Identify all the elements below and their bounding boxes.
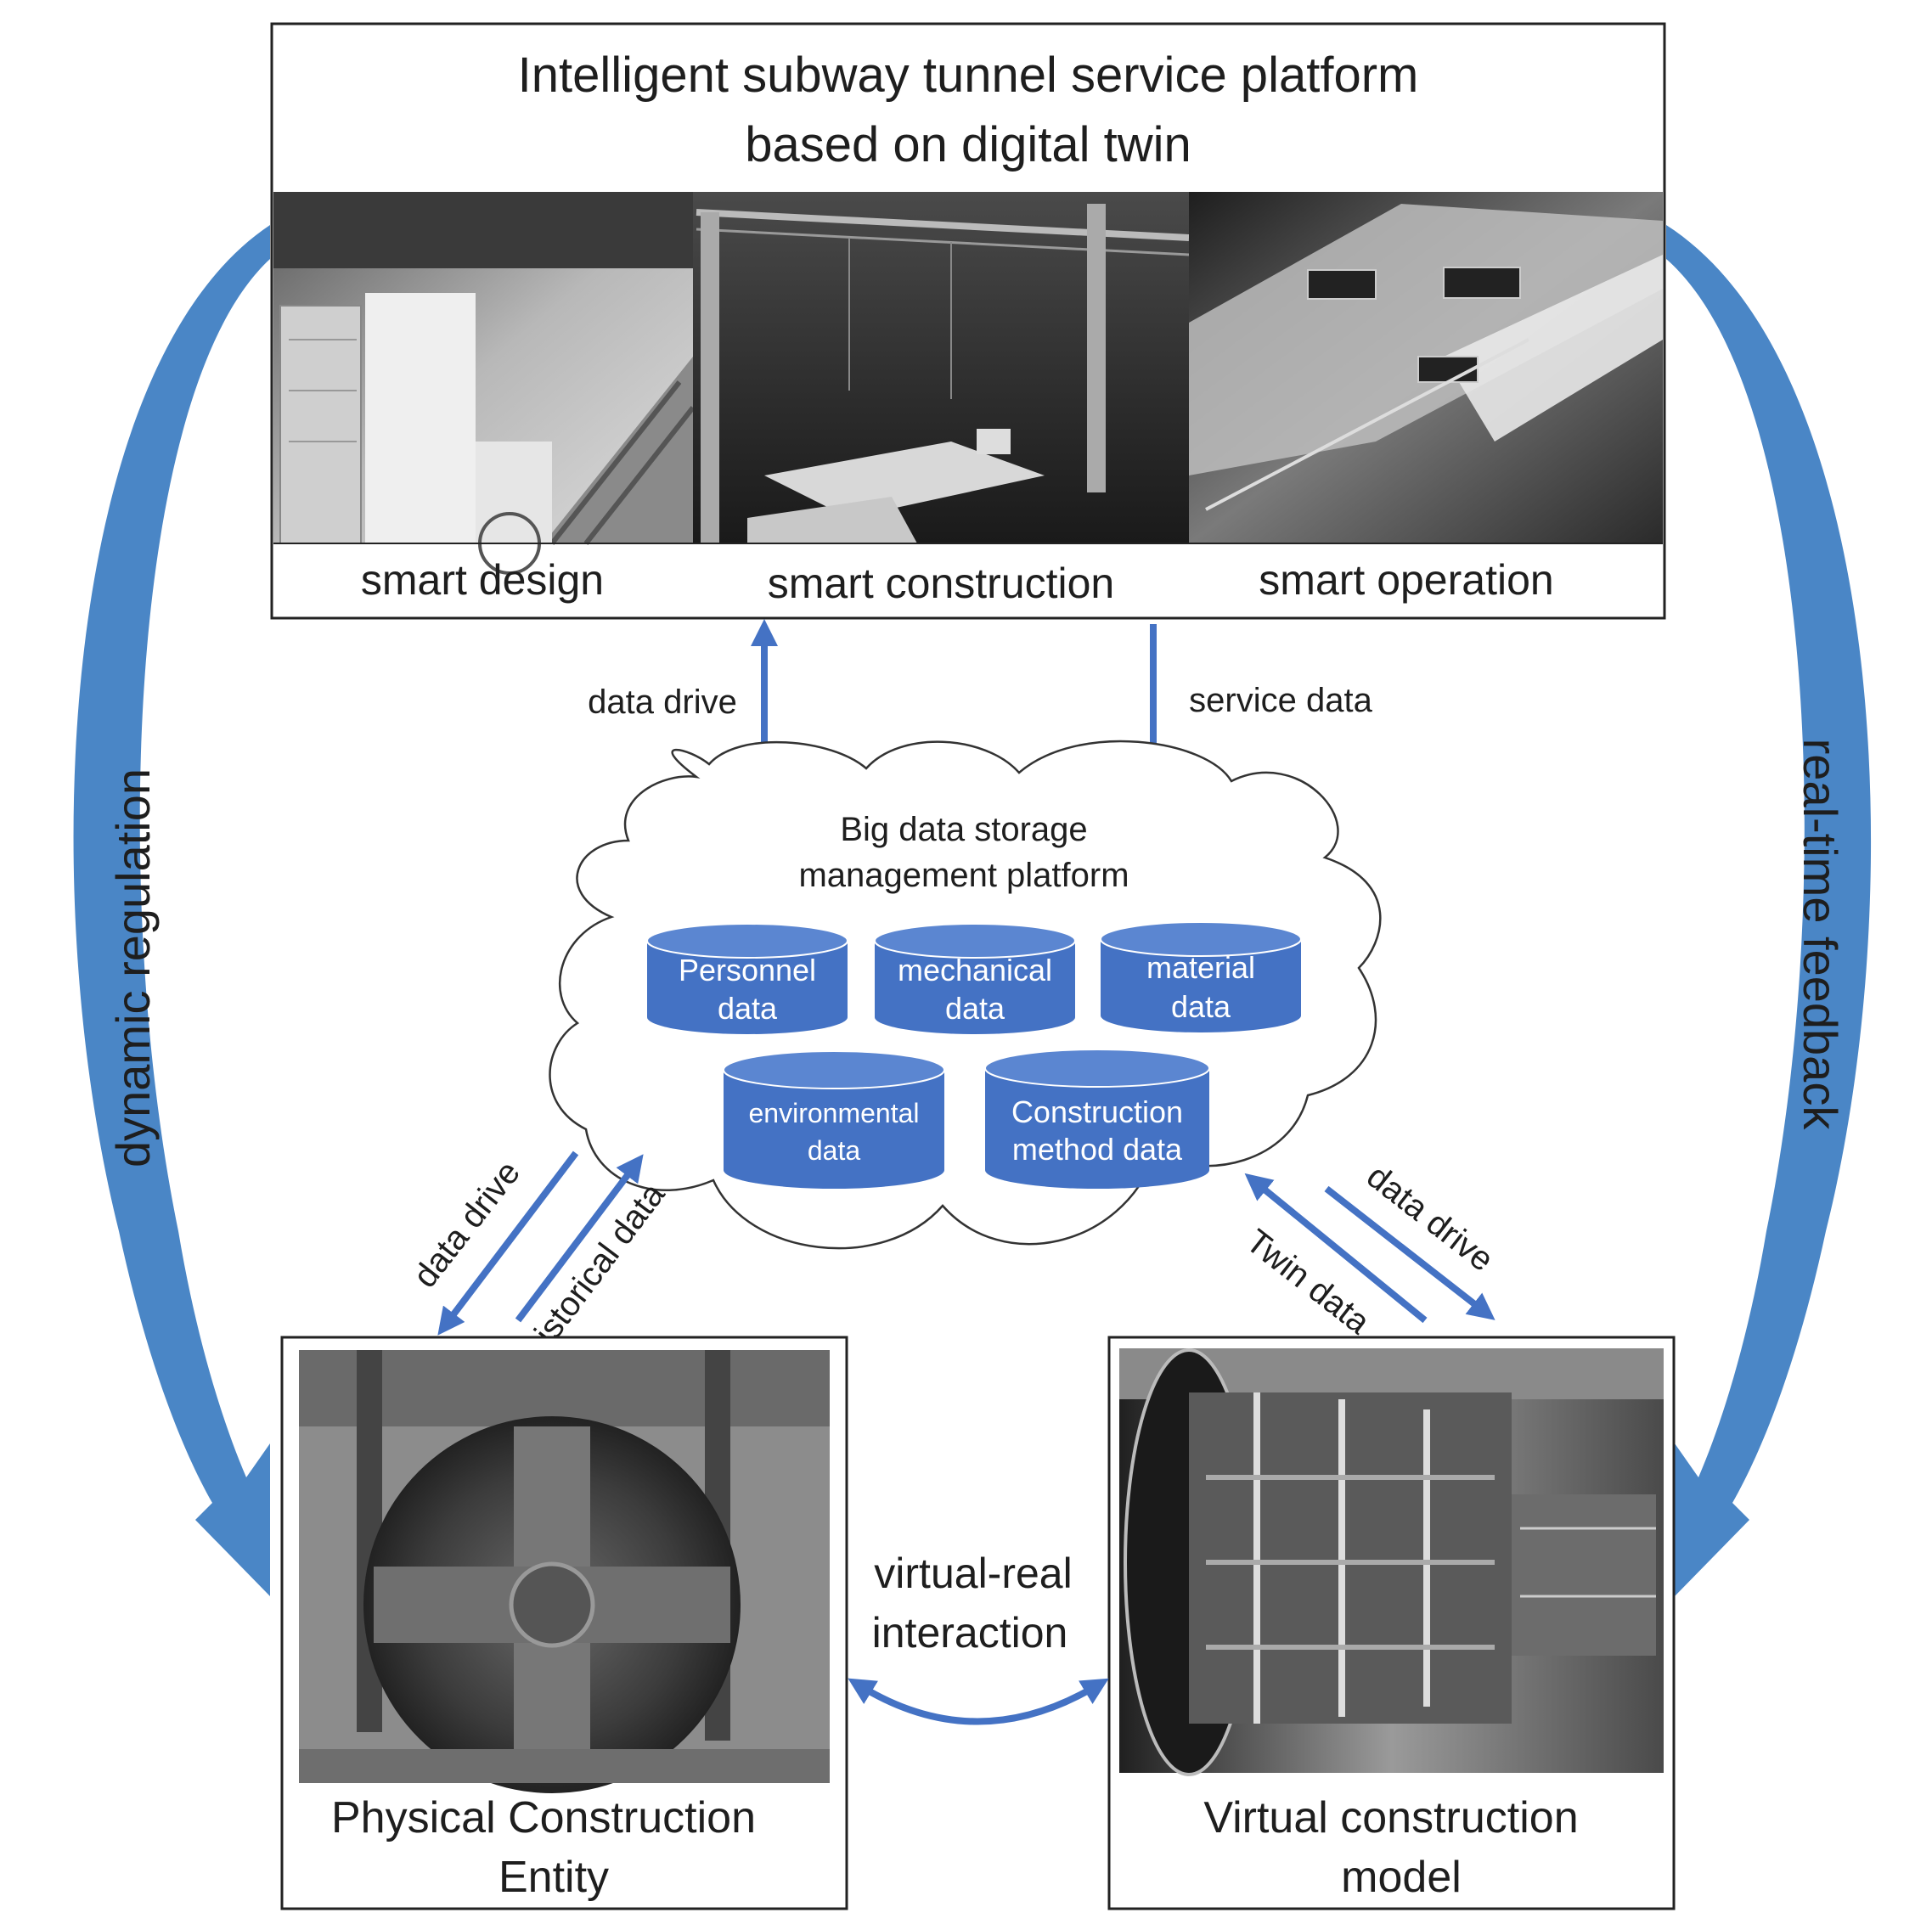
physical-label-line1: Physical Construction — [331, 1793, 756, 1842]
arrow-virtual-real-interaction — [848, 1678, 1109, 1725]
arrow-twin-data — [1244, 1173, 1428, 1324]
db-environmental-data: environmental data — [723, 1050, 945, 1189]
label-data-drive-up: data drive — [588, 684, 737, 721]
virtual-label-line2: model — [1341, 1853, 1462, 1902]
platform-title-line2: based on digital twin — [745, 117, 1191, 172]
caption-smart-construction: smart construction — [768, 560, 1114, 607]
arc-realtime-feedback — [1666, 225, 1872, 1596]
virtual-model-box: Virtual construction model — [1107, 1336, 1676, 1910]
physical-label-line2: Entity — [498, 1853, 609, 1902]
caption-smart-design: smart design — [361, 556, 604, 604]
db-personnel-line1: Personnel — [679, 953, 816, 987]
label-virtual-real-line2: interaction — [872, 1609, 1068, 1657]
label-realtime-feedback: real-time feedback — [1794, 739, 1847, 1131]
db-mechanical-data: mechanical data — [874, 923, 1076, 1034]
smart-design-image — [273, 192, 696, 575]
label-twin-data: Twin data — [1239, 1223, 1377, 1342]
virtual-tbm-image — [1119, 1348, 1664, 1776]
db-construction-method-line2: method data — [1012, 1132, 1183, 1167]
caption-smart-operation: smart operation — [1259, 556, 1553, 604]
db-personnel-data: Personnel data — [646, 923, 848, 1034]
db-construction-method-data: Construction method data — [984, 1049, 1210, 1189]
db-construction-method-line1: Construction — [1011, 1094, 1183, 1129]
smart-operation-image — [1189, 192, 1663, 543]
db-personnel-line2: data — [718, 991, 778, 1026]
arrow-historical-data — [515, 1154, 644, 1323]
label-data-drive-left: data drive — [406, 1154, 527, 1295]
smart-construction-image — [693, 192, 1190, 543]
arrow-data-drive-right — [1324, 1185, 1495, 1320]
arrow-data-drive-left — [437, 1150, 579, 1336]
db-material-data: material data — [1100, 921, 1302, 1032]
db-material-line1: material — [1146, 950, 1255, 985]
label-virtual-real-line1: virtual-real — [874, 1550, 1072, 1597]
service-platform-box: Intelligent subway tunnel service platfo… — [270, 22, 1666, 620]
cloud-title-line2: management platform — [798, 857, 1129, 894]
label-service-data: service data — [1189, 682, 1372, 719]
physical-tbm-image — [299, 1350, 830, 1793]
platform-title-line1: Intelligent subway tunnel service platfo… — [518, 48, 1419, 103]
virtual-label-line1: Virtual construction — [1203, 1793, 1578, 1842]
cloud-title-line1: Big data storage — [840, 811, 1087, 848]
db-environmental-line2: data — [808, 1135, 860, 1166]
db-mechanical-line1: mechanical — [898, 953, 1052, 987]
db-mechanical-line2: data — [945, 991, 1005, 1026]
db-environmental-line1: environmental — [749, 1098, 920, 1128]
db-material-line2: data — [1171, 989, 1231, 1024]
label-dynamic-regulation: dynamic regulation — [106, 768, 160, 1167]
arc-dynamic-regulation — [73, 225, 270, 1596]
physical-entity-box: Physical Construction Entity — [280, 1336, 848, 1910]
label-data-drive-right: data drive — [1360, 1157, 1501, 1279]
